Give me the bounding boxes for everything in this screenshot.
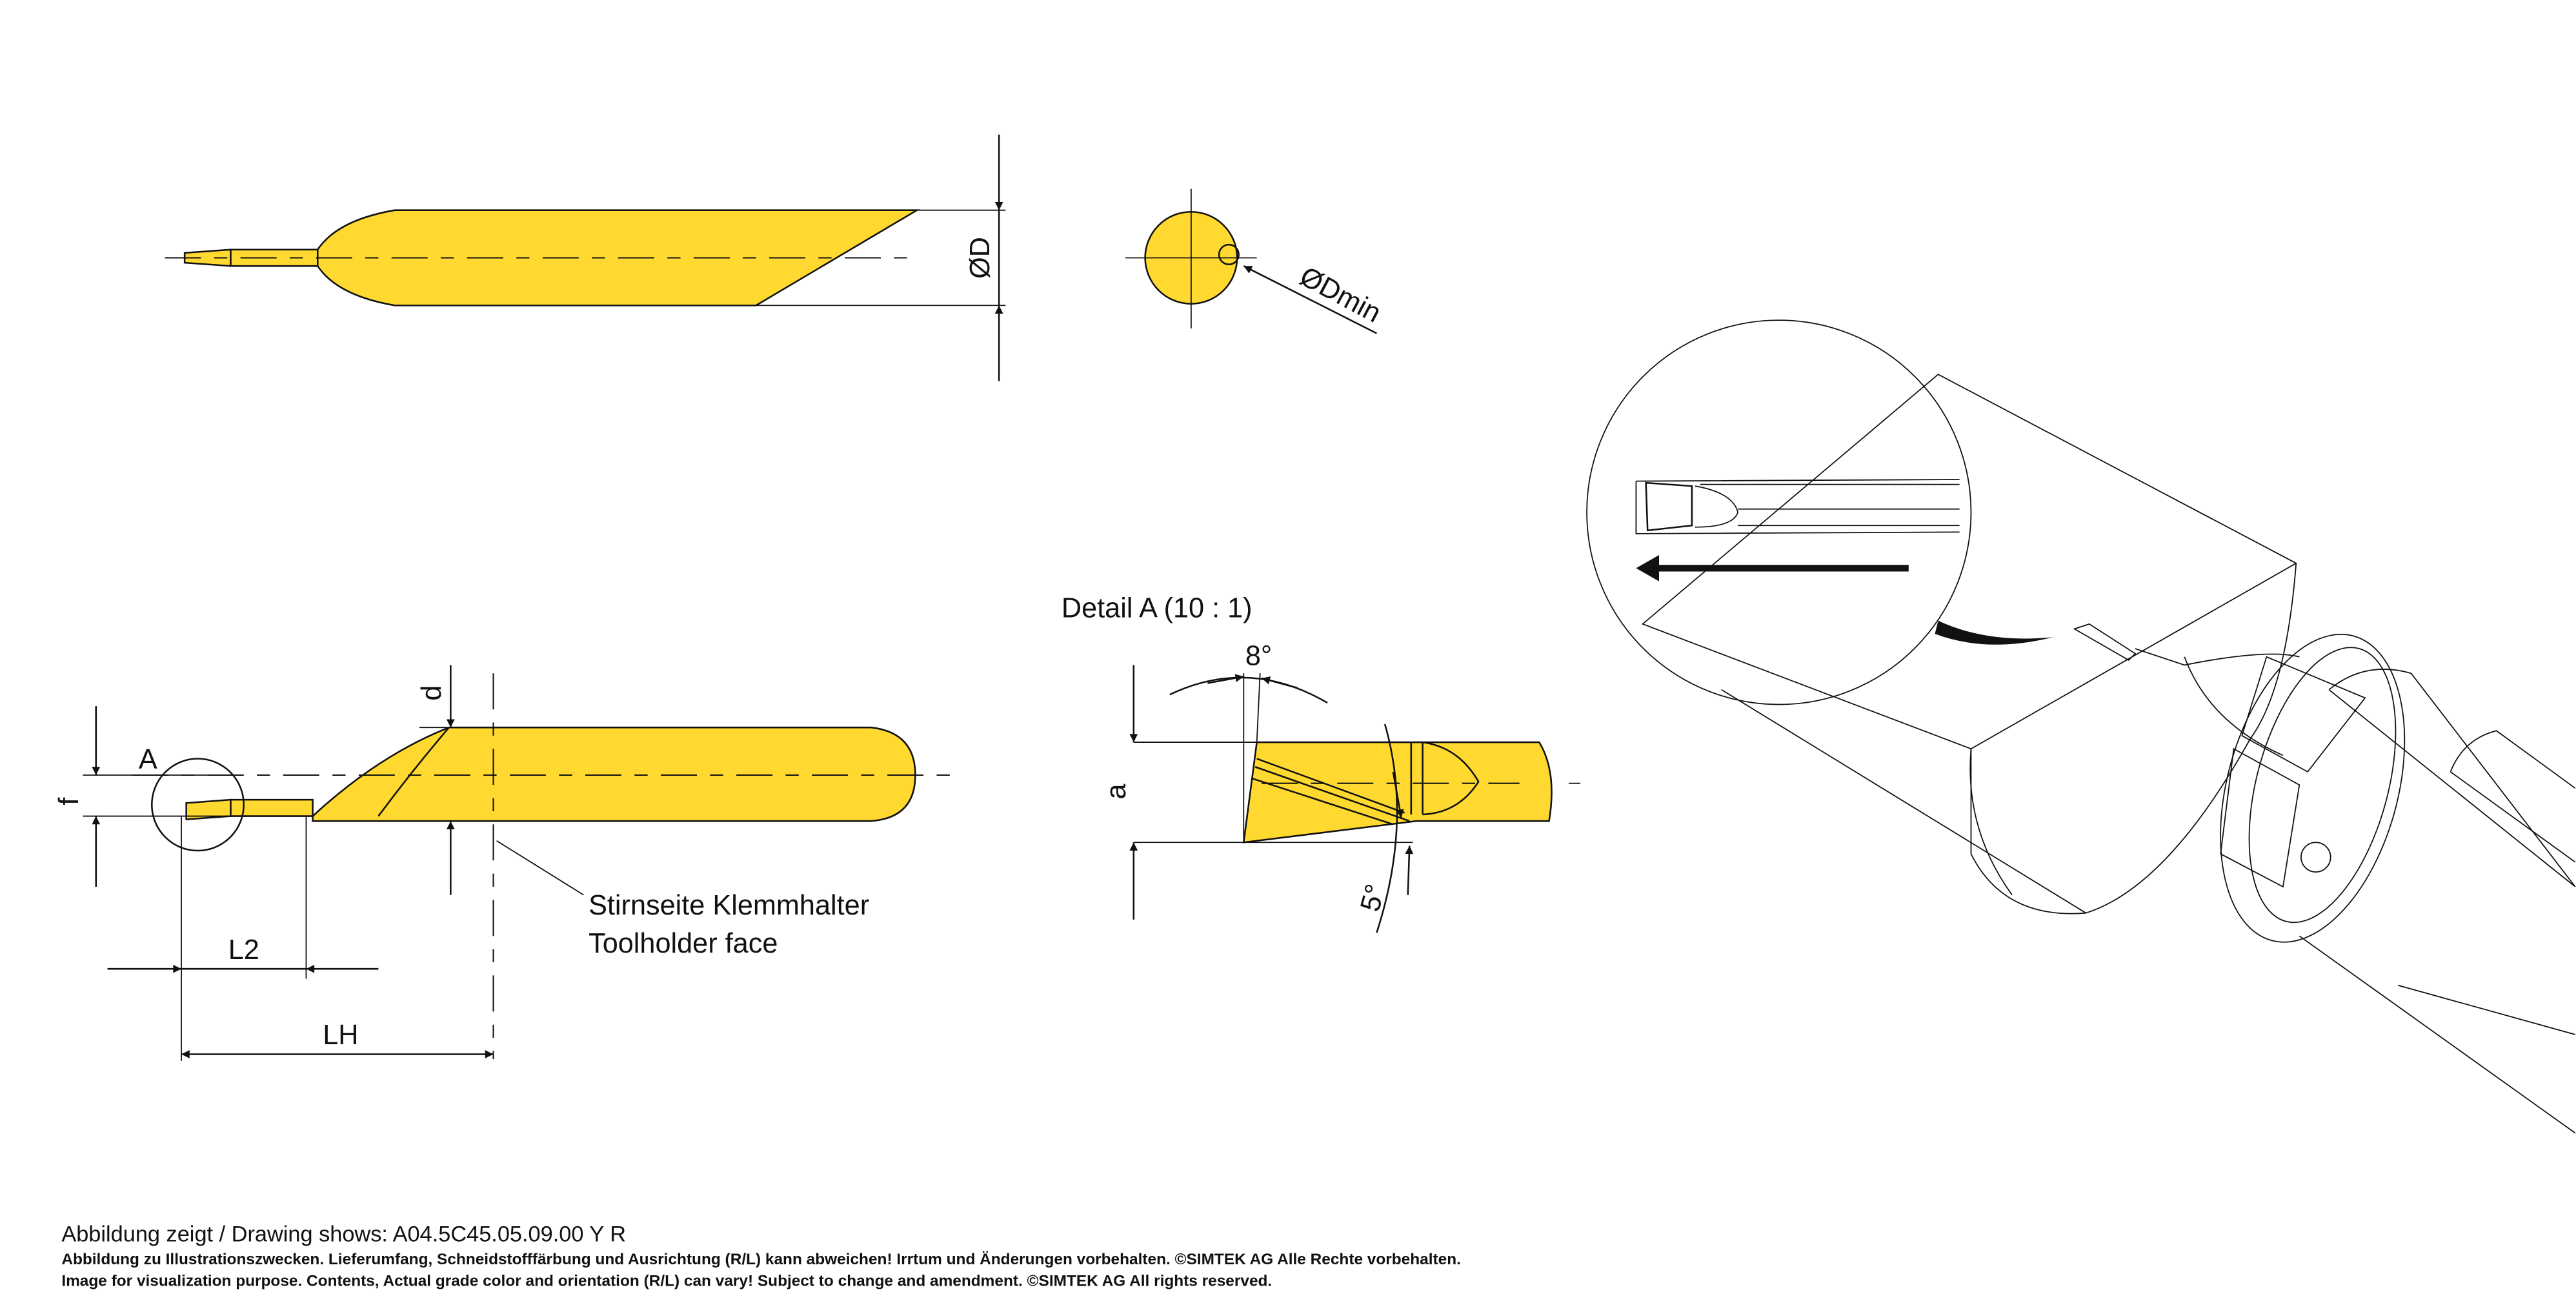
detail-a: Detail A (10 : 1) a 8° 5° <box>1062 593 1580 933</box>
lh-label: LH <box>323 1020 358 1051</box>
diameter-label: ØD <box>965 237 996 279</box>
tool-side-view: A f d Stirnseite Klemmhalter Toolholder … <box>54 665 953 1061</box>
detail-a-circle <box>150 758 245 852</box>
isometric-machining-view <box>1586 319 2576 1134</box>
a-label: a <box>1101 783 1132 799</box>
detail-marker: A <box>139 744 157 775</box>
f-label: f <box>54 797 85 805</box>
l2-label: L2 <box>228 935 259 965</box>
detail-title: Detail A (10 : 1) <box>1062 593 1253 624</box>
disclaimer-en: Image for visualization purpose. Content… <box>61 1272 1272 1289</box>
angle-top-label: 8° <box>1245 640 1272 671</box>
tool-top-view: ØD <box>165 134 1006 381</box>
disclaimer-de: Abbildung zu Illustrationszwecken. Liefe… <box>61 1251 1461 1268</box>
toolholder-face-note-de: Stirnseite Klemmhalter <box>589 890 869 921</box>
angle-bottom-label: 5° <box>1354 881 1391 915</box>
d-label: d <box>416 685 447 701</box>
drawing-shows-caption: Abbildung zeigt / Drawing shows: A04.5C4… <box>61 1222 626 1247</box>
min-diameter-label: ØDmin <box>1295 261 1386 329</box>
tool-end-view: ØDmin <box>1125 188 1386 334</box>
toolholder-face-note-en: Toolholder face <box>589 928 778 959</box>
